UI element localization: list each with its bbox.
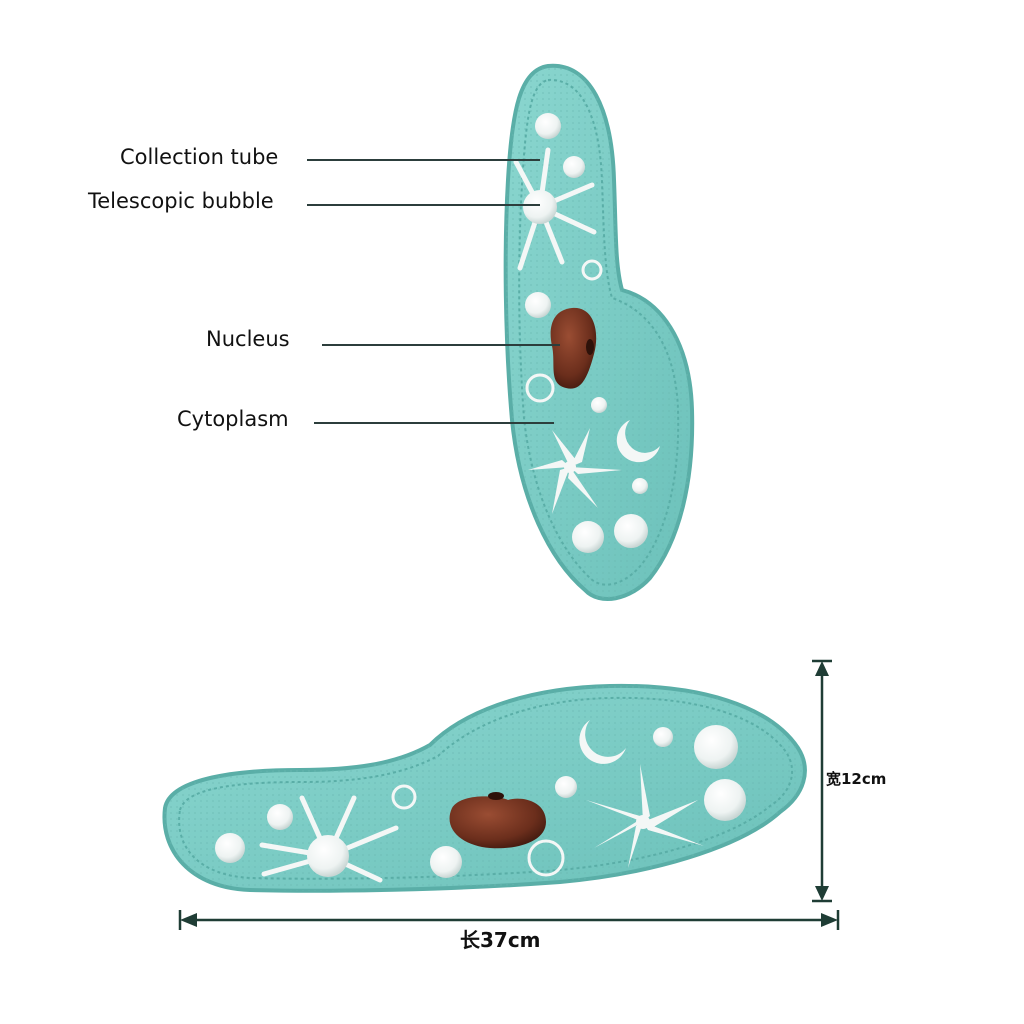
vertical-telescopic-bubble (523, 190, 557, 224)
label-cytoplasm: Cytoplasm (177, 407, 289, 431)
length-dimension-label: 长37cm (460, 928, 541, 952)
vertical-insole (503, 63, 695, 602)
horizontal-nucleus (449, 796, 546, 849)
vertical-cytoplasm-star (528, 428, 622, 514)
bubble (267, 804, 293, 830)
crescent-bubble (579, 720, 626, 764)
label-telescopic-bubble: Telescopic bubble (88, 189, 274, 213)
bubble (430, 846, 462, 878)
horizontal-telescopic-bubble (307, 835, 349, 877)
bubble (527, 839, 565, 877)
width-dimension-label: 宽12cm (826, 770, 887, 788)
dimension-width (812, 659, 832, 903)
bubble (694, 725, 738, 769)
bubble (525, 373, 555, 403)
bubble (525, 292, 551, 318)
bubble (591, 397, 607, 413)
bubble (555, 776, 577, 798)
label-nucleus: Nucleus (206, 327, 290, 351)
bubble (215, 833, 245, 863)
bubble (581, 259, 603, 281)
bubble (535, 113, 561, 139)
bubble (632, 478, 648, 494)
leader-lines (307, 159, 560, 424)
bubble (572, 521, 604, 553)
label-collection-tube: Collection tube (120, 145, 279, 169)
bubble (563, 156, 585, 178)
bubble (653, 727, 673, 747)
horizontal-cytoplasm-star (586, 764, 704, 868)
vertical-nucleus (550, 307, 597, 389)
horizontal-insole (162, 683, 807, 893)
crescent-bubble (616, 420, 660, 463)
dimension-length (178, 910, 840, 930)
bubble (704, 779, 746, 821)
bubble (391, 784, 417, 810)
bubble (614, 514, 648, 548)
